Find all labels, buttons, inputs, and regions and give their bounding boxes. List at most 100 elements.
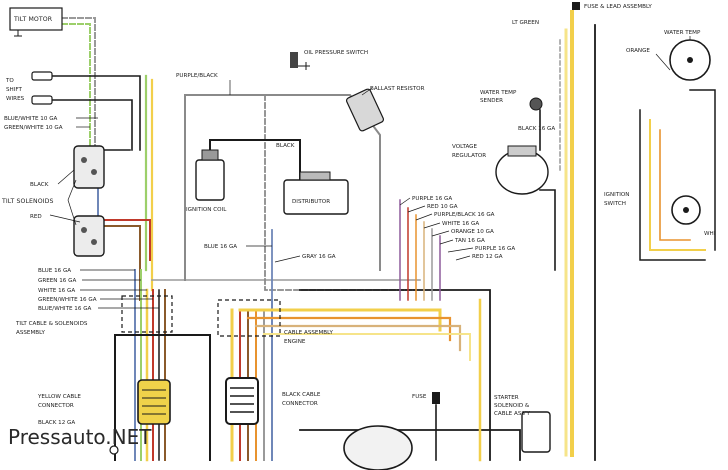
wire-harness-black-box (114, 334, 211, 461)
label-black-12: BLACK 12 GA (38, 420, 75, 426)
ignition-switch-center (683, 207, 689, 213)
starter-solenoid (521, 411, 551, 453)
label-fuse: FUSE (412, 394, 427, 400)
label-yellow-connector-1: YELLOW CABLE (37, 394, 81, 400)
tilt-cable-assembly-box (121, 295, 173, 333)
voltage-regulator-top (507, 145, 537, 157)
wire-gray-inner (264, 94, 416, 291)
label-voltage-2: REGULATOR (452, 153, 486, 159)
leader-tilt-solenoids-2 (67, 199, 77, 226)
label-blue-16-center: BLUE 16 GA (204, 244, 237, 250)
engine-cable-assembly-box (217, 299, 281, 337)
label-tilt-solenoids: TILT SOLENOIDS (1, 198, 54, 205)
solenoid-terminal-d (91, 239, 97, 245)
label-whi: WHI (704, 231, 716, 237)
leader-tilt-solenoids-1 (67, 179, 77, 201)
label-purple-16b: PURPLE 16 GA (475, 246, 515, 252)
leader-red-12 (455, 255, 471, 261)
label-yellow-connector-2: CONNECTOR (38, 403, 74, 409)
label-green-white-10: GREEN/WHITE 10 GA (4, 125, 63, 131)
label-purple-black-16: PURPLE/BLACK 16 GA (434, 212, 495, 218)
label-tan-16: TAN 16 GA (454, 238, 485, 244)
label-ignition-switch-1: IGNITION (604, 192, 629, 198)
wire-far-right-5 (689, 89, 716, 251)
label-starter-2: SOLENOID & (494, 403, 530, 409)
wire-harness-right-2 (246, 316, 452, 342)
oil-pressure-switch (290, 52, 298, 68)
black-cable-connector (225, 377, 259, 425)
ground-terminal (109, 445, 119, 455)
label-cable-assembly-1: CABLE ASSEMBLY (284, 330, 333, 336)
label-purple-16: PURPLE 16 GA (412, 196, 452, 202)
solenoid-terminal-a (81, 157, 87, 163)
label-water-temp-sender-1: WATER TEMP (480, 90, 517, 96)
distributor (283, 179, 349, 215)
label-purple-black: PURPLE/BLACK (176, 73, 218, 79)
leader-purple-16 (399, 197, 411, 206)
label-blue-16-left: BLUE 16 GA (38, 268, 71, 274)
ignition-coil-cap (201, 149, 219, 161)
label-black-left: BLACK (30, 182, 49, 188)
label-starter-1: STARTER (494, 395, 519, 401)
distributor-top (299, 171, 331, 181)
label-red-left: RED (30, 214, 42, 220)
label-lt-green: LT GREEN (512, 20, 539, 26)
leader-purple-16b (447, 247, 474, 253)
yellow-cable-connector (137, 379, 171, 425)
shift-wire-terminal-2 (31, 95, 53, 105)
label-green-16: GREEN 16 GA (38, 278, 76, 284)
wire-shift-2 (51, 99, 133, 151)
solenoid-terminal-b (91, 169, 97, 175)
water-temp-gauge-center (687, 57, 693, 63)
leader-gray-16 (274, 255, 301, 263)
label-ignition-switch-2: SWITCH (604, 201, 626, 207)
yellow-connector-ribs (142, 389, 166, 415)
wire-tilt-motor-green (61, 23, 91, 151)
label-black-center: BLACK (276, 143, 295, 149)
label-fuse-lead: FUSE & LEAD ASSEMBLY (584, 4, 652, 10)
wire-tilt-motor-gray (61, 17, 96, 151)
label-ignition-coil: IGNITION COIL (186, 207, 227, 213)
label-tilt-motor: TILT MOTOR (13, 16, 53, 23)
wire-far-right-2 (639, 109, 706, 261)
wire-black-coil (209, 139, 301, 181)
leader-purple-black-16 (415, 213, 433, 221)
label-white-16-right: WHITE 16 GA (442, 221, 479, 227)
wire-far-right-3 (649, 119, 706, 251)
label-black-connector-2: CONNECTOR (282, 401, 318, 407)
starter-motor (343, 425, 413, 470)
leader-white-16r (423, 222, 441, 229)
components (9, 2, 711, 470)
label-orange-10: ORANGE 10 GA (451, 229, 494, 235)
leader-red (49, 214, 81, 223)
wire-shift-1 (51, 75, 141, 151)
label-white-16: WHITE 16 GA (38, 288, 75, 294)
label-cable-assembly-2: ENGINE (284, 339, 306, 345)
label-starter-3: CABLE ASS'Y (494, 411, 530, 417)
assembly-boxes (121, 295, 281, 337)
label-oil-pressure: OIL PRESSURE SWITCH (304, 50, 368, 56)
label-black-connector-1: BLACK CABLE (282, 392, 321, 398)
wire-harness-right-4 (263, 333, 471, 361)
tilt-solenoid-lower (73, 215, 105, 257)
label-black-16: BLACK 16 GA (518, 126, 555, 132)
leader-tan-16 (439, 239, 454, 245)
tilt-solenoid-upper (73, 145, 105, 189)
label-distributor: DISTRIBUTOR (292, 199, 330, 205)
label-to: TO (5, 78, 14, 84)
label-tilt-cable-2: ASSEMBLY (16, 330, 45, 336)
label-gray-16: GRAY 16 GA (302, 254, 336, 260)
fuse-lead-marker (572, 2, 580, 10)
label-red-12: RED 12 GA (472, 254, 503, 260)
black-connector-ribs (230, 387, 254, 413)
solenoid-terminal-c (81, 227, 87, 233)
watermark: Pressauto.NET (8, 425, 152, 449)
ignition-coil (195, 159, 225, 201)
label-red-10: RED 10 GA (427, 204, 458, 210)
leader-red-10 (407, 205, 426, 213)
label-blue-white-16: BLUE/WHITE 16 GA (38, 306, 92, 312)
label-wires: WIRES (6, 96, 25, 102)
label-water-temp-sender-2: SENDER (480, 98, 503, 104)
fuse (432, 392, 440, 404)
